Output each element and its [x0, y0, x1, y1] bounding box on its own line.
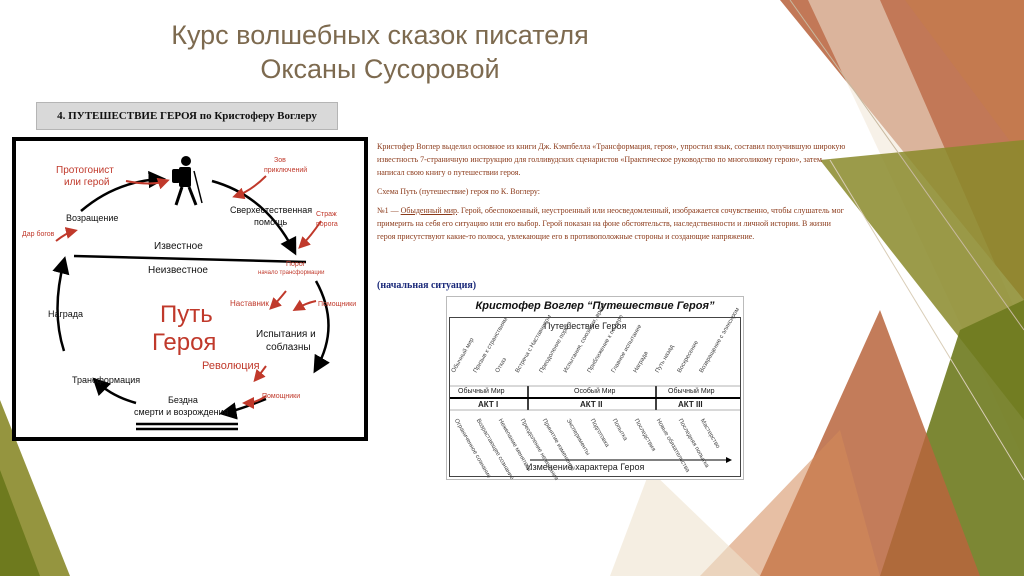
title-line-2: Оксаны Сусоровой [260, 54, 500, 84]
p3-prefix: №1 — [377, 206, 401, 215]
description-text: Кристофер Воглер выделил основное из кни… [377, 140, 847, 249]
title-line-1: Курс волшебных сказок писателя [171, 20, 589, 50]
label-revolution: Революция [202, 360, 260, 372]
label-threshold: Порог [286, 261, 306, 268]
label-trials: Испытания и [256, 329, 316, 340]
vogler-act-3: АКТ III [678, 400, 703, 409]
vogler-top-label: Путешествие Героя [544, 321, 627, 331]
vogler-frame: Путешествие Героя Обычный Мир Особый Мир… [449, 302, 741, 482]
label-known: Известное [154, 241, 203, 252]
vogler-world-3: Обычный Мир [668, 388, 715, 395]
label-threshold-2: начало трансформации [258, 270, 325, 276]
label-helpers: Помощники [318, 301, 357, 308]
label-protagonist-2: или герой [64, 177, 110, 188]
slide-title: Курс волшебных сказок писателя Оксаны Су… [120, 18, 640, 86]
label-call-2: приключений [264, 167, 308, 174]
label-abyss: Бездна [168, 395, 198, 405]
vogler-world-2: Особый Мир [574, 388, 616, 395]
label-guard: Страж [316, 211, 337, 218]
label-reward: Награда [48, 309, 84, 319]
label-transformation: Трансформация [72, 375, 141, 385]
initial-situation-label: (начальная ситуация) [377, 280, 477, 291]
label-death-rebirth: смерти и возрождения [134, 407, 229, 417]
label-protagonist: Протогонист [56, 165, 114, 176]
ordinary-world-link[interactable]: Обыденный мир [400, 206, 458, 215]
vogler-world-1: Обычный Мир [458, 388, 505, 395]
label-trials-2: соблазны [266, 342, 311, 353]
vogler-act-2: АКТ II [580, 400, 603, 409]
paragraph-1: Кристофер Воглер выделил основное из кни… [377, 142, 846, 177]
vogler-bottom-label: Изменение характера Героя [526, 462, 645, 472]
paragraph-2: Схема Путь (путешествие) героя по К. Вог… [377, 187, 541, 196]
cycle-arrows [52, 156, 330, 431]
vogler-lines [450, 385, 740, 463]
label-supernatural-2: помощь [254, 217, 288, 227]
label-supernatural: Сверхестественная [230, 205, 313, 215]
label-mentor: Наставник [230, 299, 269, 308]
vogler-act-1: АКТ I [478, 400, 499, 409]
label-call: Зов [274, 157, 286, 164]
label-unknown: Неизвестное [148, 265, 208, 276]
label-hero: Героя [152, 329, 217, 356]
label-guard-2: порога [316, 221, 338, 228]
hero-journey-cycle-diagram: Протогонист или герой Зов приключений Во… [12, 137, 368, 441]
hiker-icon [172, 156, 203, 206]
vogler-title: Кристофер Воглер “Путешествие Героя” [475, 300, 715, 312]
section-heading: 4. ПУТЕШЕСТВИЕ ГЕРОЯ по Кристоферу Вогле… [36, 102, 338, 130]
vogler-diagram: Кристофер Воглер “Путешествие Героя” Пут… [446, 296, 744, 482]
label-helpers-2: Помощники [262, 393, 301, 400]
label-path: Путь [160, 301, 213, 328]
label-return: Возращение [66, 213, 119, 223]
p3-rest: . Герой, обеспокоенный, неустроенный или… [377, 206, 844, 241]
label-gods-gift: Дар богов [22, 231, 55, 238]
paragraph-3: №1 — Обыденный мир. Герой, обеспокоенный… [377, 204, 847, 243]
